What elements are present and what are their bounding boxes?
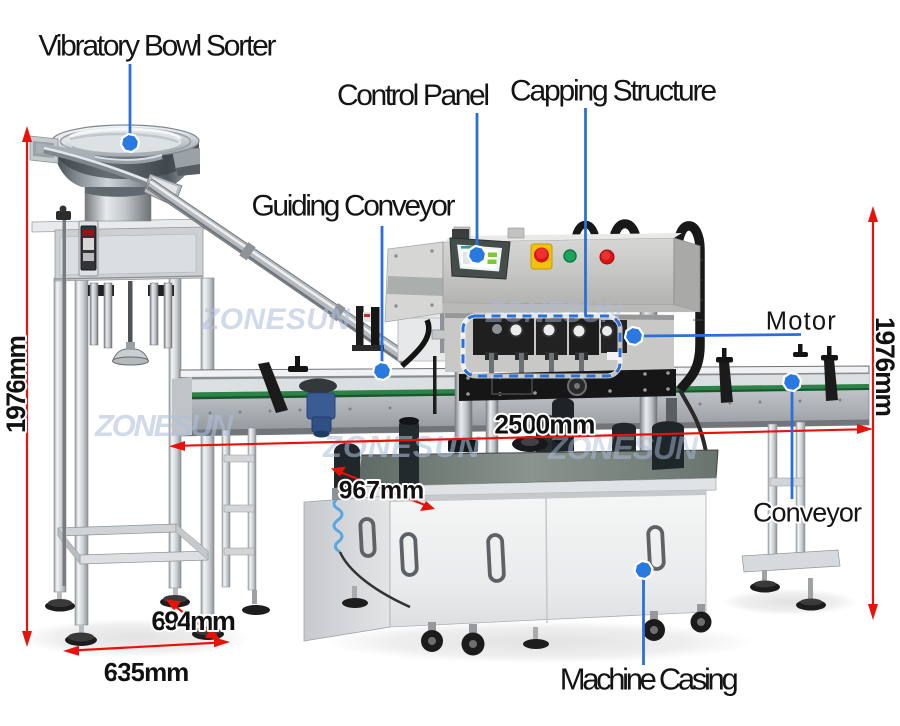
svg-text:Guiding Conveyor: Guiding Conveyor [252,190,456,223]
svg-text:ZONESUN: ZONESUN [322,429,481,464]
svg-text:1976mm: 1976mm [1,335,31,433]
svg-text:ZONESUN: ZONESUN [485,297,623,329]
svg-text:635mm: 635mm [104,657,190,687]
svg-text:ZONESUN: ZONESUN [94,408,234,443]
svg-text:694mm: 694mm [151,606,236,636]
svg-text:Conveyor: Conveyor [753,498,862,528]
svg-text:Motor: Motor [766,308,837,336]
svg-text:1976mm: 1976mm [870,317,900,417]
svg-text:967mm: 967mm [339,477,425,505]
svg-text:ZONESUN: ZONESUN [200,303,351,336]
svg-text:Capping Structure: Capping Structure [510,75,717,108]
svg-text:Machine Casing: Machine Casing [560,662,739,697]
svg-text:2500mm: 2500mm [494,409,595,439]
svg-text:Vibratory Bowl Sorter: Vibratory Bowl Sorter [39,30,277,63]
svg-text:Control Panel: Control Panel [337,79,490,112]
